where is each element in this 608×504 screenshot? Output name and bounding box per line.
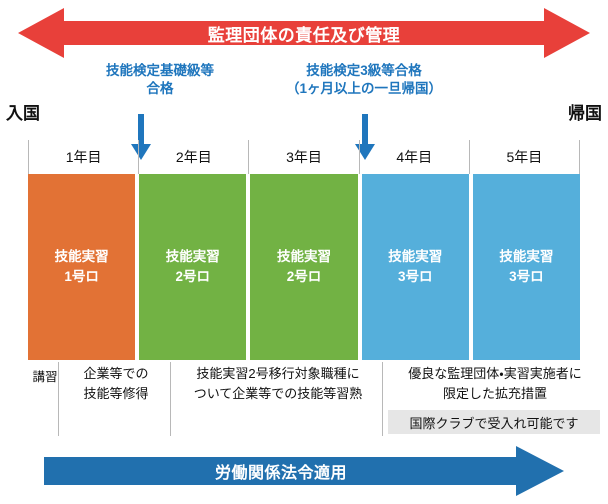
training-block-3-line-2: 2号ロ bbox=[286, 269, 322, 284]
training-block-1-line-1: 技能実習 bbox=[54, 249, 109, 265]
supervising-org-banner: 監理団体の責任及び管理 bbox=[18, 8, 590, 58]
training-block-4: 技能実習 3号ロ bbox=[361, 174, 469, 360]
supervising-org-banner-label: 監理団体の責任及び管理 bbox=[207, 25, 401, 45]
description-cell-3-line-2: 限定した拡充措置 bbox=[442, 386, 547, 402]
description-cell-1-line-2: 技能等修得 bbox=[83, 386, 149, 402]
right-arrow-icon bbox=[44, 446, 564, 496]
description-cell-3: 優良な監理団体・実習実施者に 限定した拡充措置 bbox=[384, 364, 606, 404]
double-arrow-icon bbox=[18, 8, 590, 58]
timeline: 1年目 2年目 3年目 4年目 5年目 技能実習 1号ロ 技能実習 2号ロ bbox=[28, 140, 581, 360]
year-label-1: 1年目 bbox=[65, 149, 102, 165]
labor-law-banner-label: 労働関係法令適用 bbox=[214, 465, 347, 482]
down-arrow-icon-3kyu bbox=[355, 114, 375, 160]
year-cell-4: 4年目 bbox=[358, 140, 469, 174]
year-label-3: 3年目 bbox=[286, 149, 322, 165]
down-arrow-glyph bbox=[355, 114, 375, 160]
training-block-5: 技能実習 3号ロ bbox=[472, 174, 581, 360]
exit-label: 帰国 bbox=[568, 104, 602, 123]
training-blocks-row: 技能実習 1号ロ 技能実習 2号ロ 技能実習 2号ロ 技能実習 3号ロ 技能実習… bbox=[28, 174, 581, 360]
year-cell-3: 3年目 bbox=[248, 140, 358, 174]
training-block-2-line-2: 2号ロ bbox=[175, 269, 211, 284]
entry-label: 入国 bbox=[6, 104, 40, 123]
training-block-2: 技能実習 2号ロ bbox=[139, 174, 247, 360]
training-block-5-line-2: 3号ロ bbox=[509, 269, 544, 284]
training-block-1-line-2: 1号ロ bbox=[64, 269, 99, 284]
training-block-4-line-2: 3号ロ bbox=[397, 269, 433, 284]
down-arrow-icon-kiso bbox=[131, 114, 151, 160]
description-row: 講習 企業等での 技能等修得 技能実習2号移行対象職種に ついて企業等での技能等… bbox=[0, 360, 608, 438]
description-cell-1: 企業等での 技能等修得 bbox=[60, 364, 172, 404]
year-header-row: 1年目 2年目 3年目 4年目 5年目 bbox=[28, 140, 581, 174]
year-cell-2: 2年目 bbox=[138, 140, 248, 174]
year-cell-5: 5年目 bbox=[468, 140, 581, 174]
labor-law-banner: 労働関係法令適用 bbox=[44, 446, 564, 496]
milestone-3kyu-label: 技能検定3級等合格 （1ヶ月以上の一旦帰国） bbox=[253, 62, 475, 98]
training-block-5-line-1: 技能実習 bbox=[499, 249, 554, 265]
milestone-kiso-line-1: 技能検定基礎級等 bbox=[106, 63, 214, 78]
year-label-4: 4年目 bbox=[396, 149, 433, 165]
down-arrow-glyph bbox=[131, 114, 151, 160]
status-badge: 国際クラブで受入れ可能です bbox=[388, 410, 600, 434]
description-cell-2: 技能実習2号移行対象職種に ついて企業等での技能等習熟 bbox=[172, 364, 384, 404]
training-block-4-line-1: 技能実習 bbox=[388, 249, 443, 265]
description-cell-2-line-1: 技能実習2号移行対象職種に bbox=[196, 366, 360, 381]
milestone-3kyu-line-2: （1ヶ月以上の一旦帰国） bbox=[285, 80, 442, 96]
year-label-2: 2年目 bbox=[175, 149, 212, 165]
description-divider-1 bbox=[58, 362, 59, 436]
description-divider-2 bbox=[170, 362, 171, 436]
training-block-3-line-1: 技能実習 bbox=[277, 249, 331, 265]
training-block-1: 技能実習 1号ロ bbox=[28, 174, 136, 360]
training-block-3: 技能実習 2号ロ bbox=[250, 174, 358, 360]
kousyu-label: 講習 bbox=[32, 370, 58, 384]
milestone-kiso-label: 技能検定基礎級等 合格 bbox=[55, 62, 265, 98]
description-cell-3-line-1: 優良な監理団体・実習実施者に bbox=[408, 366, 582, 381]
description-cell-2-line-2: ついて企業等での技能等習熟 bbox=[193, 386, 363, 402]
year-label-5: 5年目 bbox=[506, 149, 543, 165]
milestone-kiso-line-2: 合格 bbox=[146, 80, 174, 96]
description-divider-3 bbox=[382, 362, 383, 436]
milestone-3kyu-line-1: 技能検定3級等合格 bbox=[306, 63, 422, 78]
training-block-2-line-1: 技能実習 bbox=[165, 249, 220, 265]
year-cell-1: 1年目 bbox=[28, 140, 138, 174]
description-cell-1-line-1: 企業等での bbox=[83, 366, 149, 381]
